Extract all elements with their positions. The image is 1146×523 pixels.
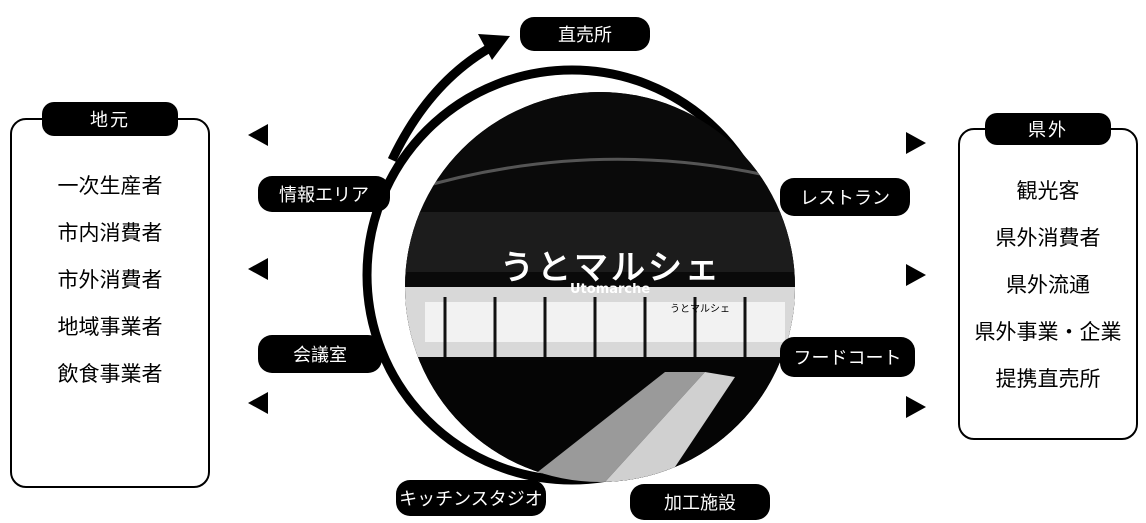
triangle-right-icon: [906, 396, 926, 418]
pill-restaurant: レストラン: [780, 178, 910, 216]
local-item: 市外消費者: [57, 268, 163, 292]
pill-food-court: フードコート: [780, 337, 915, 377]
local-list: 一次生産者 市内消費者 市外消費者 地域事業者 飲食事業者: [10, 163, 210, 398]
marche-photo: うとマルシェ Utomarche うとマルシェ: [405, 92, 795, 482]
triangle-right-icon: [906, 264, 926, 286]
triangle-left-icon: [248, 258, 268, 280]
local-panel-title: 地元: [42, 102, 178, 136]
ring-arrow-shaft: [387, 41, 498, 162]
triangle-right-icon: [906, 132, 926, 154]
outside-prefecture-list: 観光客 県外消費者 県外流通 県外事業・企業 提携直売所: [958, 168, 1138, 403]
pill-meeting-room: 会議室: [258, 335, 382, 373]
outside-prefecture-panel-title: 県外: [985, 113, 1111, 145]
triangle-left-icon: [248, 124, 268, 146]
photo-sign-main: うとマルシェ: [500, 248, 722, 288]
outside-prefecture-item: 県外消費者: [995, 226, 1101, 250]
triangle-left-icon: [248, 392, 268, 414]
outside-prefecture-item: 県外流通: [1006, 273, 1090, 297]
outside-prefecture-item: 提携直売所: [995, 367, 1101, 391]
local-item: 飲食事業者: [57, 362, 163, 386]
photo-scene: [405, 92, 795, 482]
local-item: 市内消費者: [57, 221, 163, 245]
pill-direct-sales: 直売所: [520, 17, 650, 51]
outside-prefecture-panel: [958, 128, 1138, 440]
outside-prefecture-item: 県外事業・企業: [974, 320, 1122, 344]
photo-sign-small: うとマルシェ: [670, 304, 730, 315]
local-item: 地域事業者: [57, 315, 163, 339]
ring-arrowhead-icon: [478, 34, 510, 60]
local-item: 一次生産者: [57, 174, 163, 198]
outside-prefecture-item: 観光客: [1016, 179, 1080, 203]
photo-sign-romaji: Utomarche: [570, 282, 651, 297]
pill-info-area: 情報エリア: [258, 176, 390, 212]
pill-processing-facility: 加工施設: [630, 484, 770, 520]
pill-kitchen-studio: キッチンスタジオ: [396, 480, 546, 516]
local-panel: [10, 118, 210, 488]
